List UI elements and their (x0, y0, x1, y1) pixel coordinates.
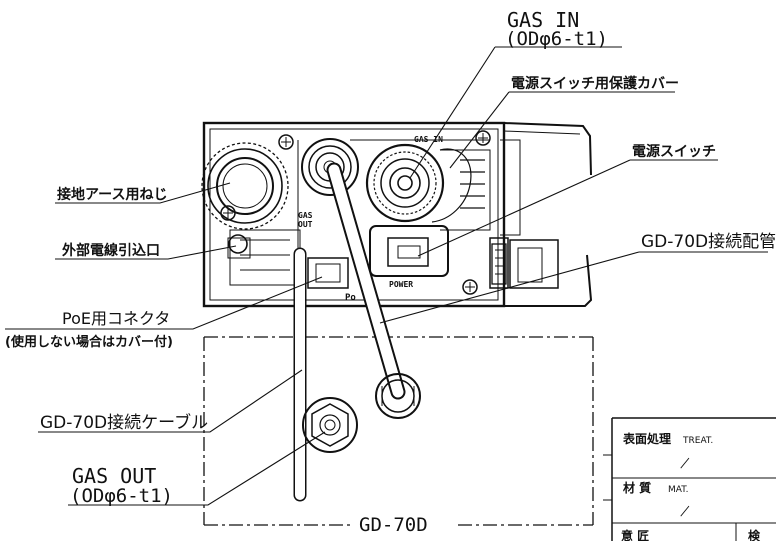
gas-out-fitting (301, 138, 359, 196)
treatment-none-mark: ̸ (680, 458, 690, 469)
power-switch-label: 電源スイッチ (632, 143, 716, 160)
gd70d-cable-label: GD-70D接続ケーブル (40, 412, 208, 433)
poe-connector-label: PoE用コネクタ (62, 309, 170, 328)
corner-screw-bottom-right (462, 279, 478, 295)
surface-treatment-label: 表面処理 (622, 431, 671, 446)
material-label: 材 質 (622, 480, 651, 495)
gas-out-spec: (ODφ6-t1) (70, 485, 173, 507)
poe-note-label: (使用しない場合はカバー付) (5, 334, 173, 350)
gd70d-label: GD-70D (359, 514, 428, 536)
design-label: 意 匠 (621, 528, 649, 541)
leader-lines (5, 46, 768, 506)
power-switch (369, 225, 449, 277)
wire-inlet-gear (201, 142, 289, 230)
gd70d-fitting-left (302, 397, 358, 453)
poe-connector (307, 257, 349, 289)
material-none-mark: ̸ (680, 506, 690, 517)
title-block (603, 417, 776, 541)
external-wire-inlet-label: 外部電線引込口 (62, 242, 160, 259)
gas-out-mark-line2: OUT (298, 220, 313, 229)
pipe-connector-right (491, 243, 507, 285)
gd70d-outline (203, 336, 594, 526)
corner-screw-top-left (278, 134, 294, 150)
gd70d-fitting-right (375, 373, 421, 419)
device-body (202, 121, 593, 308)
gas-in-mark: GAS IN (414, 135, 443, 144)
power-switch-cover-label: 電源スイッチ用保護カバー (511, 75, 679, 92)
gas-in-label: GAS IN (507, 8, 579, 32)
ground-screw-label: 接地アース用ねじ (57, 186, 167, 203)
gas-out-mark-line1: GAS (298, 211, 313, 220)
mat-label: MAT. (668, 485, 689, 495)
inspect-label: 検 (748, 528, 761, 541)
treat-label: TREAT. (682, 436, 713, 446)
power-mark: POWER (389, 280, 413, 289)
gd70d-pipe-label: GD-70D接続配管 (641, 232, 776, 252)
corner-screw-top-right (475, 130, 491, 146)
gd70d-cable-tube (326, 162, 406, 400)
gas-out-label: GAS OUT (72, 464, 156, 488)
po-mark: Po (345, 293, 356, 303)
gas-in-spec: (ODφ6-t1) (505, 28, 608, 50)
gas-in-fitting (365, 143, 472, 223)
